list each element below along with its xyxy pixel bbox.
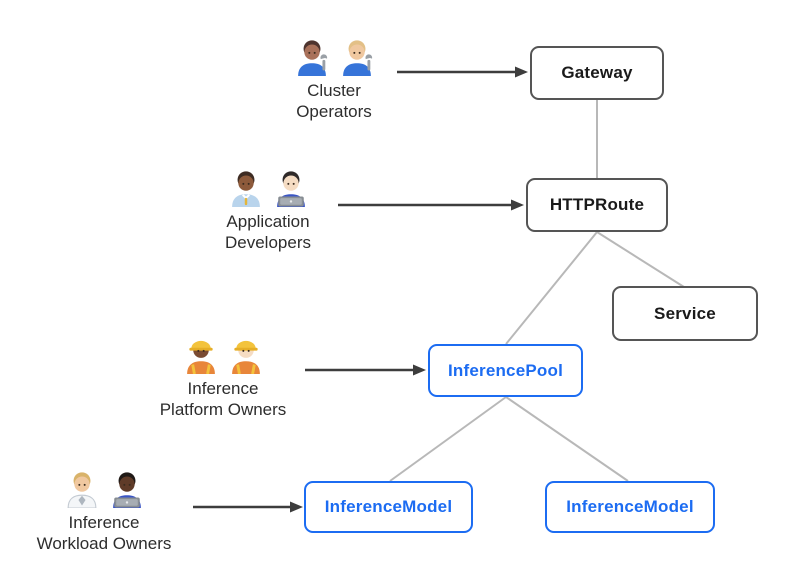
inference-platform-owners-label-line2: Platform Owners bbox=[159, 400, 287, 419]
woman-construction-worker-emoji bbox=[186, 340, 215, 374]
node-service-label: Service bbox=[654, 303, 716, 323]
node-gateway-label: Gateway bbox=[561, 63, 633, 82]
arrowhead-icon bbox=[511, 199, 524, 211]
node-inferencepool-label: InferencePool bbox=[447, 360, 564, 380]
actor-inference-platform-owners: Inference Platform Owners bbox=[123, 334, 323, 420]
node-httproute-label: HTTPRoute bbox=[549, 195, 645, 214]
node-inferencemodel-right-label: InferenceModel bbox=[566, 497, 694, 516]
edge-inferencepool-to-inferencemodel-right bbox=[505, 396, 629, 482]
health-worker-emoji bbox=[67, 472, 96, 508]
inference-platform-owners-label-line1: Inference bbox=[187, 379, 259, 398]
actor-cluster-operators: Cluster Operators bbox=[234, 36, 434, 122]
actor-inference-workload-owners: Inference Workload Owners bbox=[4, 468, 204, 554]
node-inferencemodel-left: InferenceModel bbox=[304, 481, 473, 533]
arrowhead-icon bbox=[413, 364, 426, 376]
inference-workload-owners-emojis bbox=[62, 468, 147, 508]
node-httproute: HTTPRoute bbox=[526, 178, 668, 232]
inference-workload-owners-label-line1: Inference bbox=[68, 513, 140, 532]
arrowhead-icon bbox=[290, 501, 303, 513]
man-office-worker-emoji bbox=[231, 171, 260, 207]
inference-workload-owners-label-line2: Workload Owners bbox=[36, 534, 172, 553]
woman-technologist-emoji bbox=[276, 171, 305, 207]
man-technologist-emoji bbox=[112, 472, 141, 508]
inference-platform-owners-emojis bbox=[181, 334, 266, 374]
application-developers-label: Application Developers bbox=[225, 211, 311, 253]
node-service: Service bbox=[612, 286, 758, 341]
man-mechanic-emoji bbox=[297, 40, 327, 76]
actor-application-developers: Application Developers bbox=[168, 167, 368, 253]
application-developers-emojis bbox=[226, 167, 311, 207]
cluster-operators-label-line1: Cluster bbox=[307, 81, 361, 100]
arrowhead-icon bbox=[515, 66, 528, 78]
application-developers-label-line1: Application bbox=[226, 212, 310, 231]
node-gateway: Gateway bbox=[530, 46, 664, 100]
woman-mechanic-emoji bbox=[342, 40, 372, 76]
node-inferencemodel-left-label: InferenceModel bbox=[324, 497, 453, 516]
inference-platform-owners-label: Inference Platform Owners bbox=[160, 378, 287, 420]
node-inferencepool: InferencePool bbox=[428, 344, 583, 397]
node-inferencemodel-right: InferenceModel bbox=[545, 481, 715, 533]
edge-httproute-to-service bbox=[596, 231, 685, 288]
cluster-operators-label-line2: Operators bbox=[296, 102, 372, 121]
man-construction-worker-emoji bbox=[231, 340, 260, 374]
edge-httproute-to-inferencepool bbox=[505, 231, 598, 345]
inference-workload-owners-label: Inference Workload Owners bbox=[37, 512, 172, 554]
application-developers-label-line2: Developers bbox=[225, 233, 311, 252]
cluster-operators-emojis bbox=[292, 36, 377, 76]
cluster-operators-label: Cluster Operators bbox=[296, 80, 372, 122]
edge-inferencepool-to-inferencemodel-left bbox=[389, 396, 507, 482]
